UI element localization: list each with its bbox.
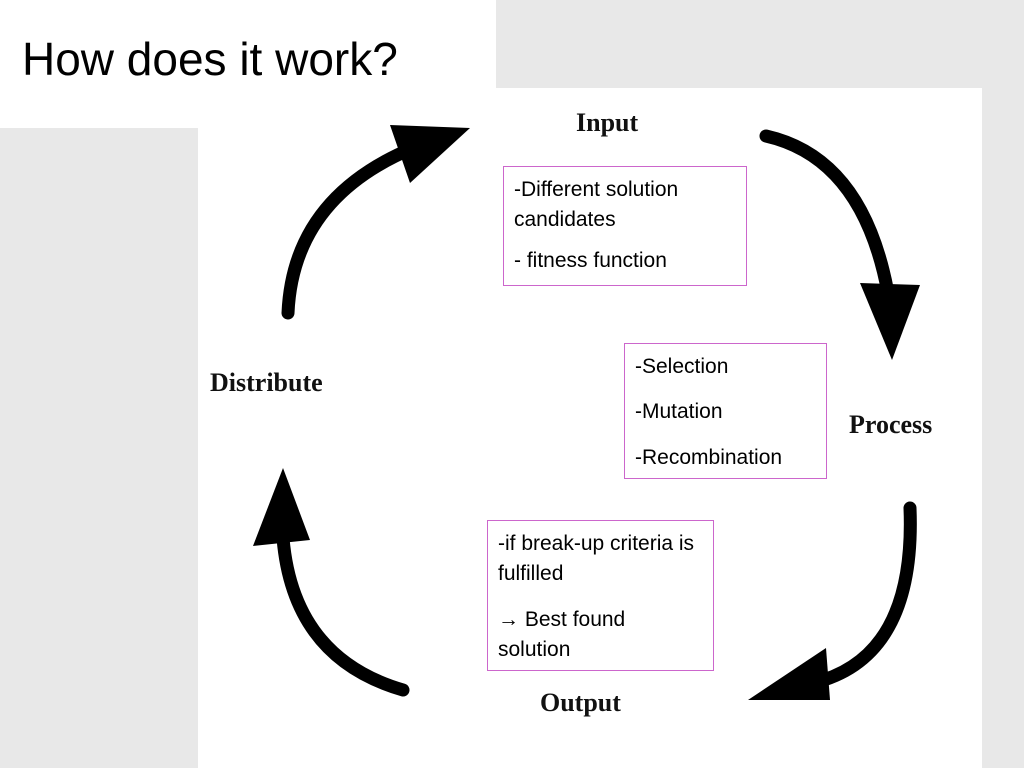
input-note-line: - fitness function [514, 248, 667, 272]
arrow-head-distribute [253, 468, 310, 546]
slide-title: How does it work? [22, 33, 398, 85]
arrow-head-input [390, 125, 470, 183]
output-note-line: → Best found solution [498, 607, 626, 662]
cycle-diagram: Input Process Output Distribute -Differe… [198, 88, 982, 768]
arrow-process-to-output [806, 501, 917, 690]
arrow-input-to-process [759, 129, 895, 300]
process-note-line: -Mutation [635, 400, 723, 424]
process-note-box: -Selection -Mutation -Recombination [624, 343, 827, 479]
stage-distribute-label: Distribute [210, 368, 323, 397]
process-note-line: -Selection [635, 355, 729, 378]
output-note-box: -if break-up criteria is fulfilled → Bes… [487, 520, 714, 671]
stage-process-label: Process [849, 410, 933, 439]
cycle-arrows [253, 125, 920, 700]
input-note-line: -Different solution candidates [514, 178, 679, 232]
output-note-line: -if break-up criteria is fulfilled [498, 532, 695, 586]
arrow-head-output [748, 648, 830, 700]
arrow-output-to-distribute [276, 531, 410, 697]
process-note-line: -Recombination [635, 445, 783, 469]
arrow-distribute-to-input [281, 141, 420, 320]
stage-output-label: Output [540, 688, 621, 717]
arrow-head-process [860, 283, 920, 360]
input-note-box: -Different solution candidates - fitness… [503, 166, 747, 286]
stage-input-label: Input [576, 108, 639, 137]
